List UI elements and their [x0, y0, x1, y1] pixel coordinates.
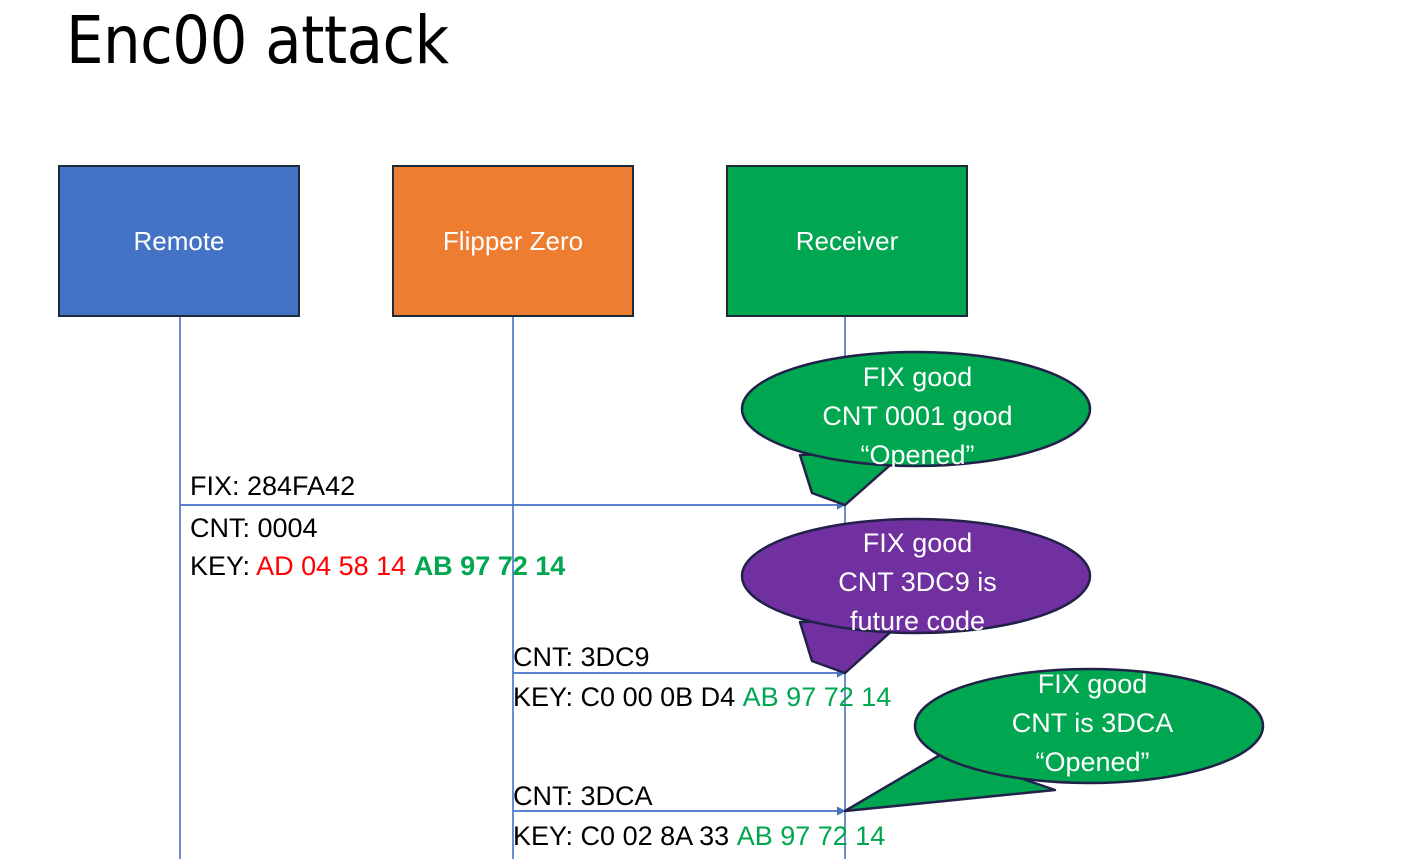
callout-2-line-3: future code [849, 606, 986, 636]
actor-label-flipper-zero: Flipper Zero [442, 226, 584, 256]
actor-box-remote[interactable]: Remote [58, 165, 300, 317]
callout-2-line-2: CNT 3DC9 is [838, 567, 997, 597]
message-3-key-first-half: C0 02 8A 33 [580, 821, 730, 851]
callout-1-text: FIX good CNT 0001 good “Opened” [760, 358, 1075, 475]
message-3-key-line: KEY: C0 02 8A 33 AB 97 72 14 [513, 816, 885, 856]
page-title: Enc00 attack [66, 2, 449, 79]
actor-box-receiver[interactable]: Receiver [726, 165, 968, 317]
callout-1-line-3: “Opened” [860, 440, 975, 470]
actor-box-flipper-zero[interactable]: Flipper Zero [392, 165, 634, 317]
message-1-key-first-half: AD 04 58 14 [256, 551, 407, 581]
callout-3-line-2: CNT is 3DCA [1011, 708, 1174, 738]
callout-1-line-1: FIX good [862, 362, 973, 392]
callout-shape-1 [740, 350, 1092, 507]
message-1-key-second-half: AB 97 72 14 [413, 551, 566, 581]
callout-2-text: FIX good CNT 3DC9 is future code [760, 524, 1075, 641]
callout-3-text: FIX good CNT is 3DCA “Opened” [935, 665, 1250, 782]
message-1-key-gap [406, 551, 414, 581]
message-1-key-line: KEY: AD 04 58 14 AB 97 72 14 [190, 546, 565, 586]
message-2-key-gap [735, 682, 743, 712]
callout-shape-2 [740, 517, 1092, 675]
message-3-key-second-half: AB 97 72 14 [736, 821, 886, 851]
message-3-key-gap [729, 821, 737, 851]
actor-label-remote: Remote [133, 226, 225, 256]
callout-1-line-2: CNT 0001 good [822, 401, 1013, 431]
message-2-cnt-line: CNT: 3DC9 [513, 642, 650, 672]
message-2-key-second-half: AB 97 72 14 [742, 682, 892, 712]
message-1-fix-line: FIX: 284FA42 [190, 471, 356, 501]
message-2-key-line: KEY: C0 00 0B D4 AB 97 72 14 [513, 677, 891, 717]
callout-shape-3 [843, 667, 1265, 813]
callout-2-line-1: FIX good [862, 528, 973, 558]
actor-label-receiver: Receiver [795, 226, 899, 256]
callout-3-line-3: “Opened” [1035, 747, 1150, 777]
message-3-key-label: KEY: [513, 821, 581, 851]
message-1-key-label: KEY: [190, 551, 257, 581]
message-2-key-label: KEY: [513, 682, 581, 712]
message-2-key-first-half: C0 00 0B D4 [580, 682, 736, 712]
message-1-cnt-line: CNT: 0004 [190, 513, 318, 543]
callout-3-line-1: FIX good [1037, 669, 1148, 699]
message-3-cnt-line: CNT: 3DCA [513, 781, 653, 811]
